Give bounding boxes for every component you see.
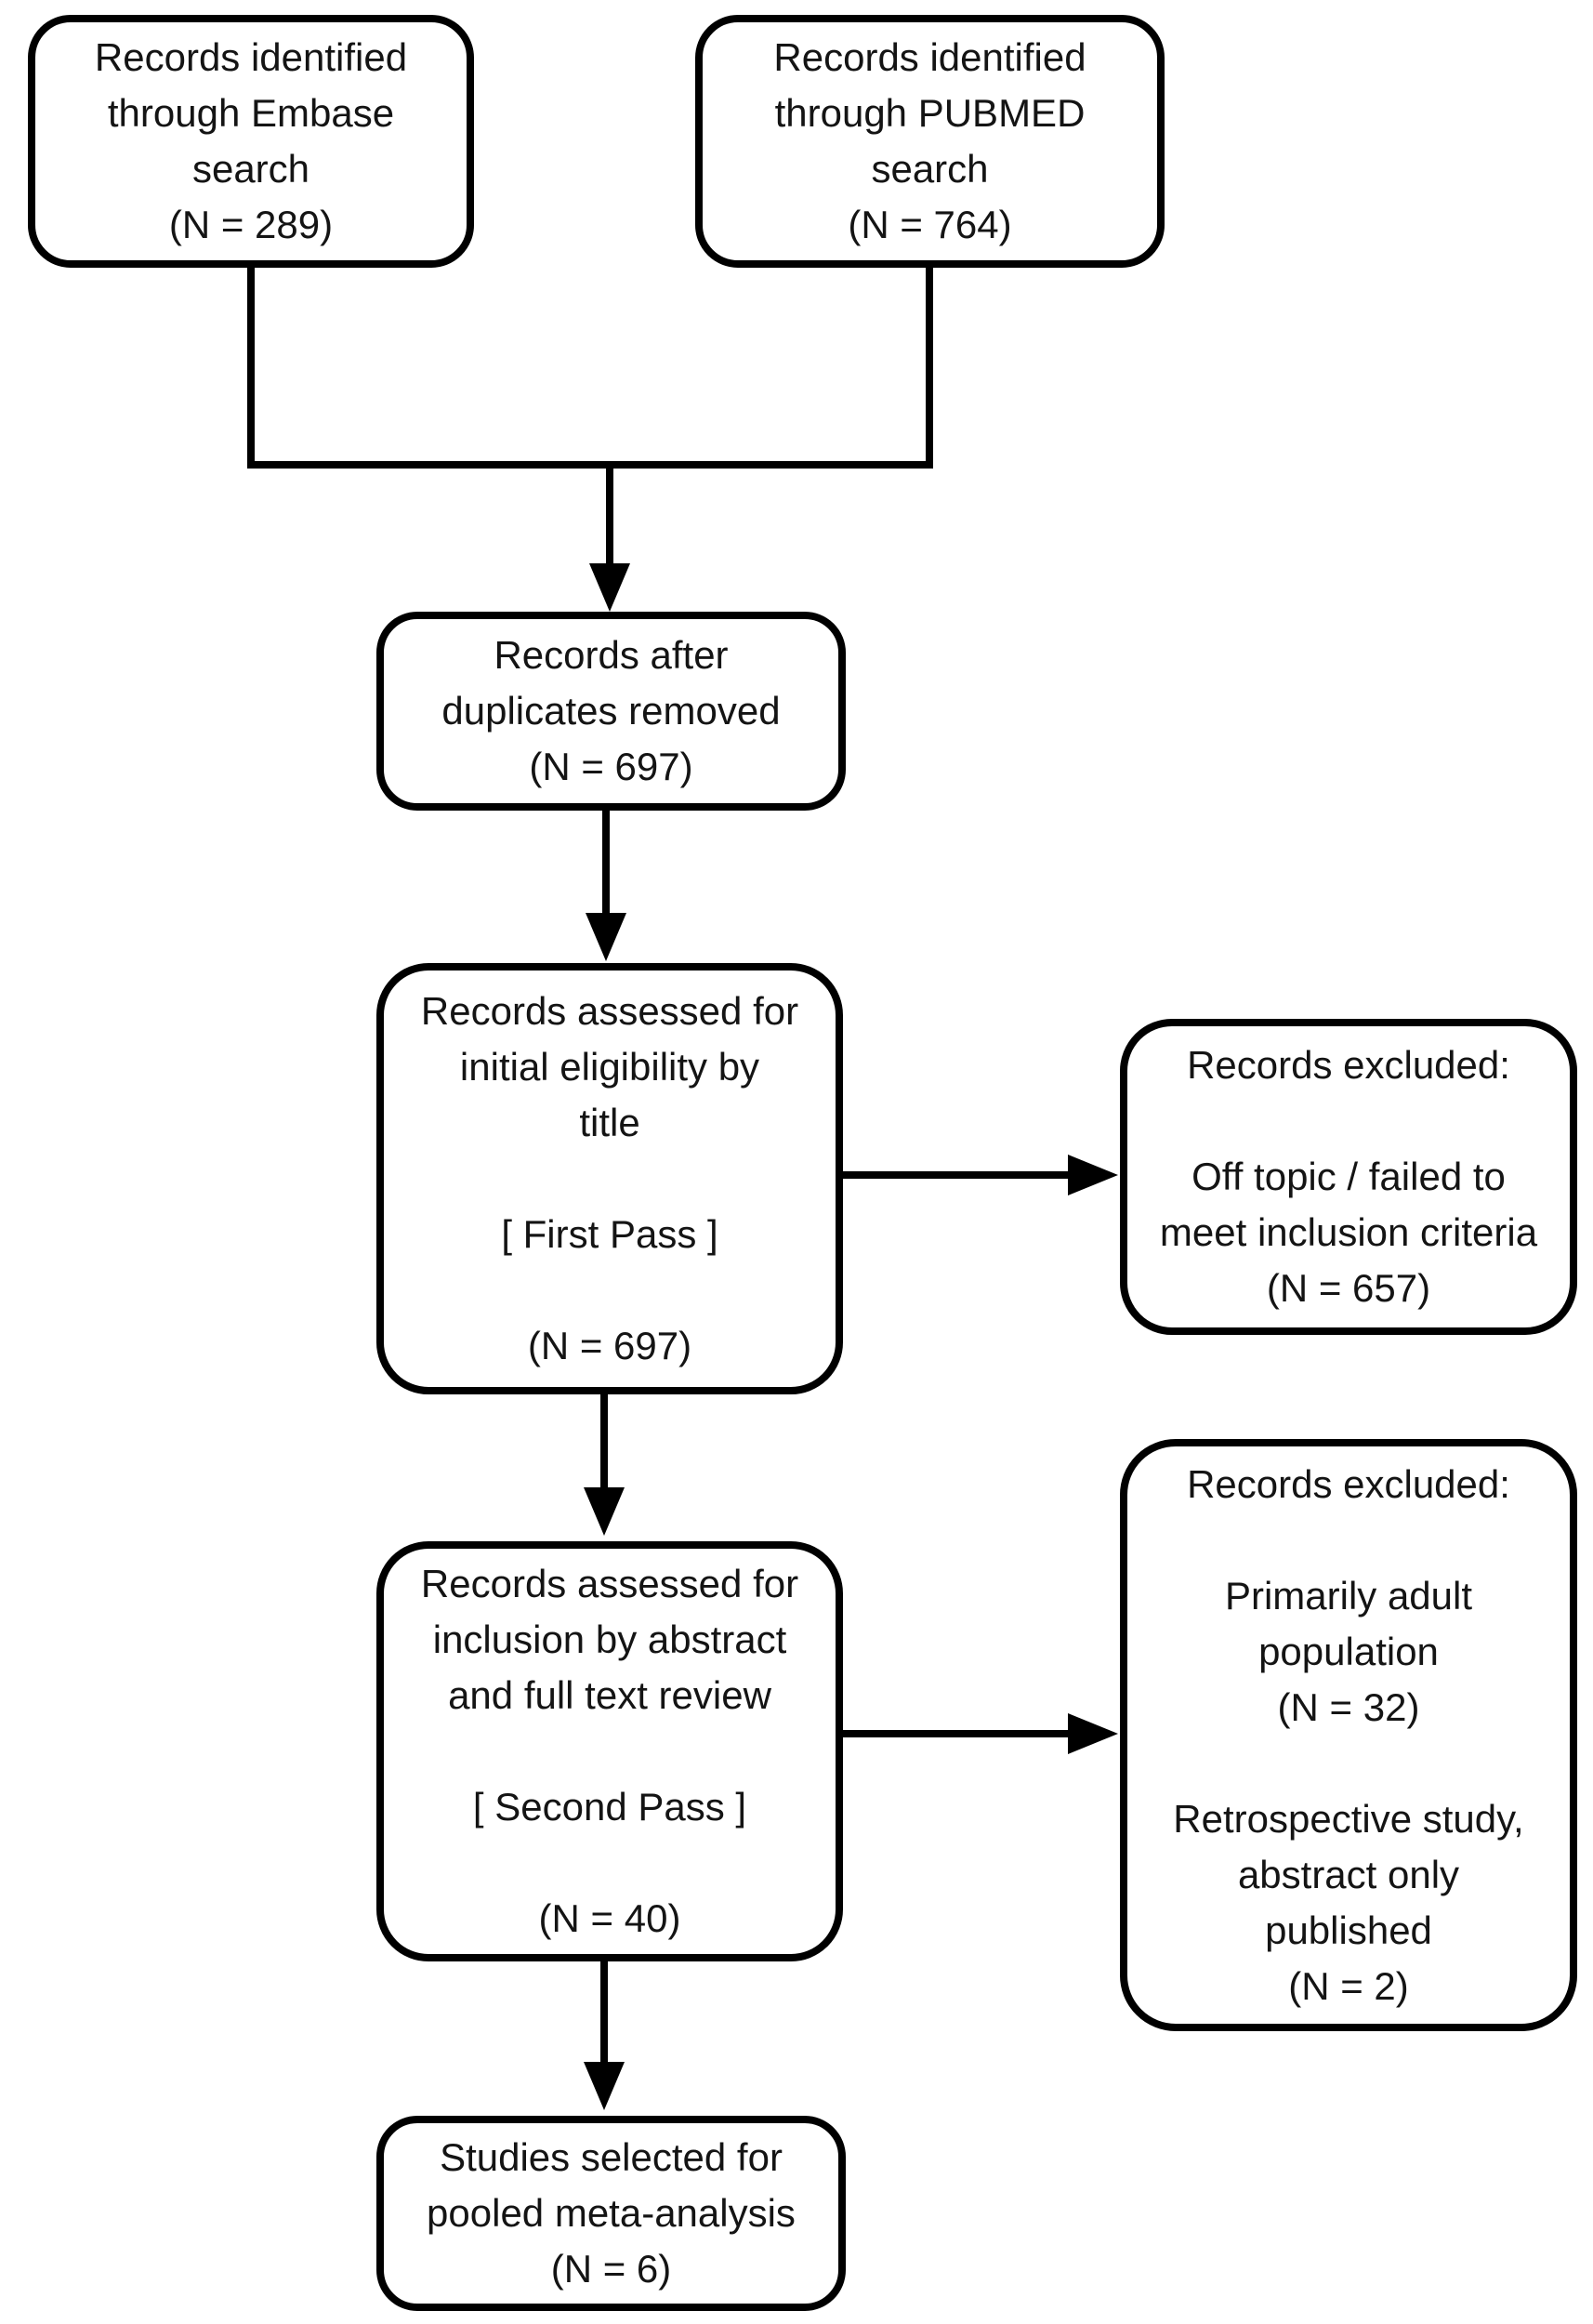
- node-text-line: through PUBMED: [774, 91, 1086, 135]
- node-selected-studies: Studies selected for pooled meta-analysi…: [376, 2116, 846, 2311]
- node-text-line: Studies selected for: [440, 2135, 783, 2179]
- node-count-line: (N = 32): [1277, 1684, 1420, 1729]
- arrow-second-pass-to-excluded: [843, 1713, 1118, 1754]
- node-first-pass-assessment: Records assessed for initial eligibility…: [376, 963, 843, 1394]
- node-text-line: Primarily adult: [1224, 1573, 1473, 1618]
- node-text-line: Records identified: [94, 35, 408, 79]
- node-text-line: published: [1265, 1908, 1432, 1952]
- node-text-line: meet inclusion criteria: [1159, 1210, 1538, 1254]
- node-count-line: (N = 657): [1266, 1266, 1431, 1310]
- node-duplicates-removed: Records after duplicates removed (N = 69…: [376, 612, 846, 811]
- connector-merge-bracket: [247, 264, 933, 469]
- node-count-line: (N = 2): [1288, 1963, 1409, 2008]
- arrow-second-pass-to-selected: [584, 1961, 625, 2110]
- node-embase-search: Records identified through Embase search…: [28, 15, 474, 268]
- node-text-line: title: [579, 1101, 640, 1144]
- node-count-line: (N = 764): [848, 203, 1012, 246]
- node-text-line: initial eligibility by: [459, 1045, 760, 1089]
- node-text-line: Records assessed for: [420, 1562, 799, 1605]
- node-count-line: (N = 697): [529, 745, 693, 788]
- node-text-line: Records assessed for: [420, 989, 799, 1033]
- node-pass-label: [ Second Pass ]: [472, 1785, 747, 1829]
- node-excluded-first-pass: Records excluded: Off topic / failed to …: [1120, 1019, 1577, 1335]
- node-excluded-second-pass: Records excluded: Primarily adult popula…: [1120, 1439, 1577, 2031]
- node-text-line: duplicates removed: [441, 689, 781, 733]
- arrow-first-pass-to-second-pass: [584, 1394, 625, 1536]
- node-text-line: population: [1258, 1629, 1439, 1673]
- node-count-line: (N = 289): [168, 203, 334, 246]
- node-pubmed-search: Records identified through PUBMED search…: [695, 15, 1165, 268]
- node-pass-label: [ First Pass ]: [501, 1212, 718, 1256]
- node-text-line: search: [191, 147, 310, 191]
- node-text-line: and full text review: [448, 1673, 771, 1717]
- arrow-duplicates-to-first-pass: [586, 811, 626, 961]
- arrow-first-pass-to-excluded: [843, 1155, 1118, 1195]
- arrow-merge-to-duplicates: [589, 465, 630, 612]
- node-count-line: (N = 40): [538, 1896, 681, 1940]
- node-text-line: inclusion by abstract: [432, 1618, 787, 1661]
- node-text-line: Records identified: [773, 35, 1086, 79]
- node-text-line: Records after: [494, 633, 729, 677]
- node-text-line: Records excluded:: [1187, 1461, 1510, 1506]
- node-text-line: Retrospective study,: [1173, 1796, 1524, 1841]
- node-count-line: (N = 6): [550, 2247, 672, 2291]
- node-text-line: search: [871, 147, 989, 191]
- node-text-line: Records excluded:: [1187, 1043, 1510, 1087]
- node-text-line: pooled meta-analysis: [427, 2191, 796, 2235]
- node-text-line: abstract only: [1237, 1852, 1460, 1896]
- node-count-line: (N = 697): [527, 1324, 692, 1367]
- node-text-line: through Embase: [107, 91, 395, 135]
- node-second-pass-assessment: Records assessed for inclusion by abstra…: [376, 1541, 843, 1961]
- node-text-line: Off topic / failed to: [1191, 1155, 1506, 1198]
